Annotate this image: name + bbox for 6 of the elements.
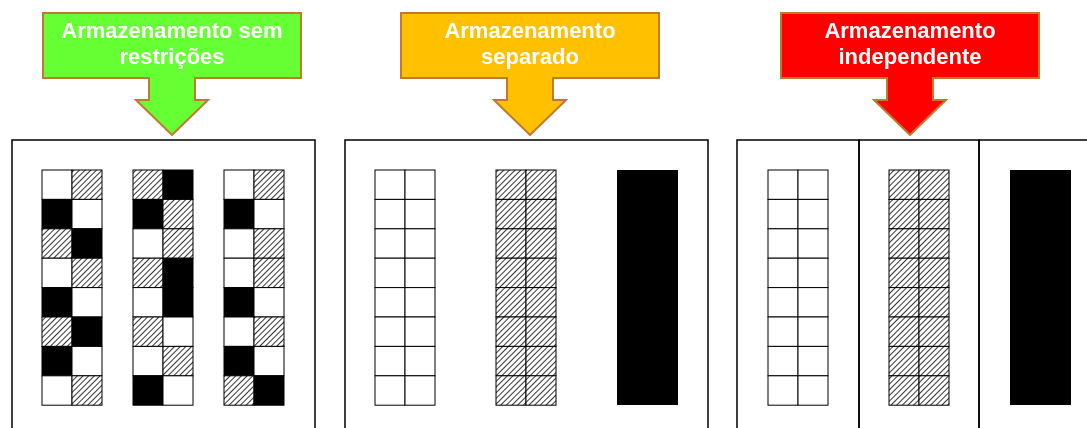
arrow-callout: [400, 12, 660, 136]
callout-text: Armazenamento independente: [823, 17, 997, 71]
callout-text: Armazenamento separado: [443, 17, 617, 71]
callout-text: Armazenamento sem restrições: [60, 17, 284, 71]
arrow-callout: [780, 12, 1040, 136]
arrow-callout: [42, 12, 302, 136]
